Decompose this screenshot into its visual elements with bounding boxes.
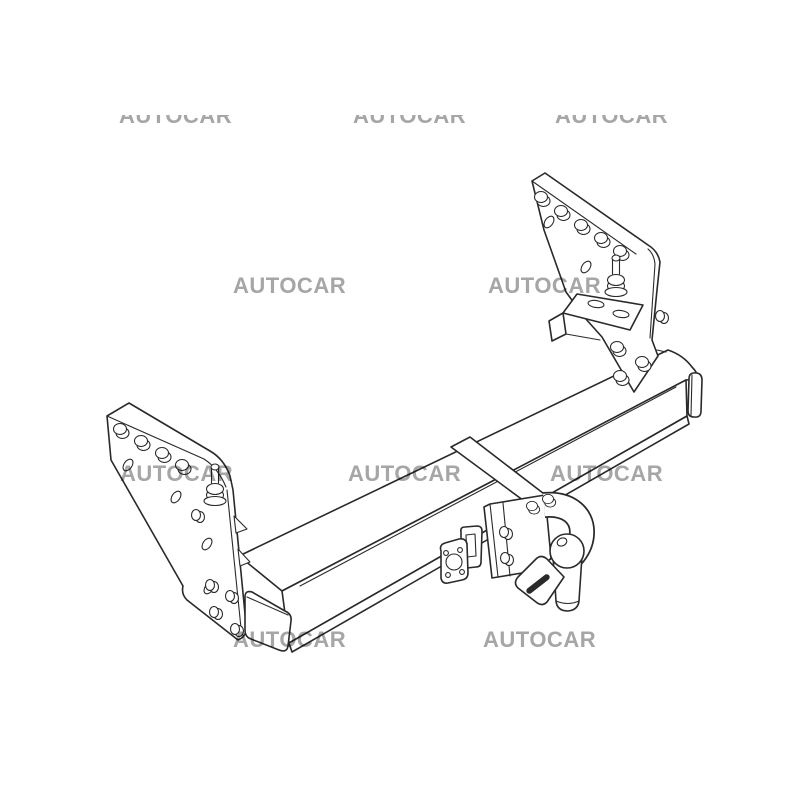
left-mounting-bracket: [106, 402, 251, 641]
beam-end-plate: [244, 590, 292, 652]
socket-mounting-plate: [439, 525, 483, 584]
brand-stamp: [526, 574, 550, 594]
cross-beam: [238, 349, 703, 653]
tow-ball: [549, 533, 585, 569]
ball-neck-cylinder: [552, 555, 583, 612]
right-mounting-bracket: [531, 172, 670, 393]
arm-end-plate: [514, 555, 565, 606]
